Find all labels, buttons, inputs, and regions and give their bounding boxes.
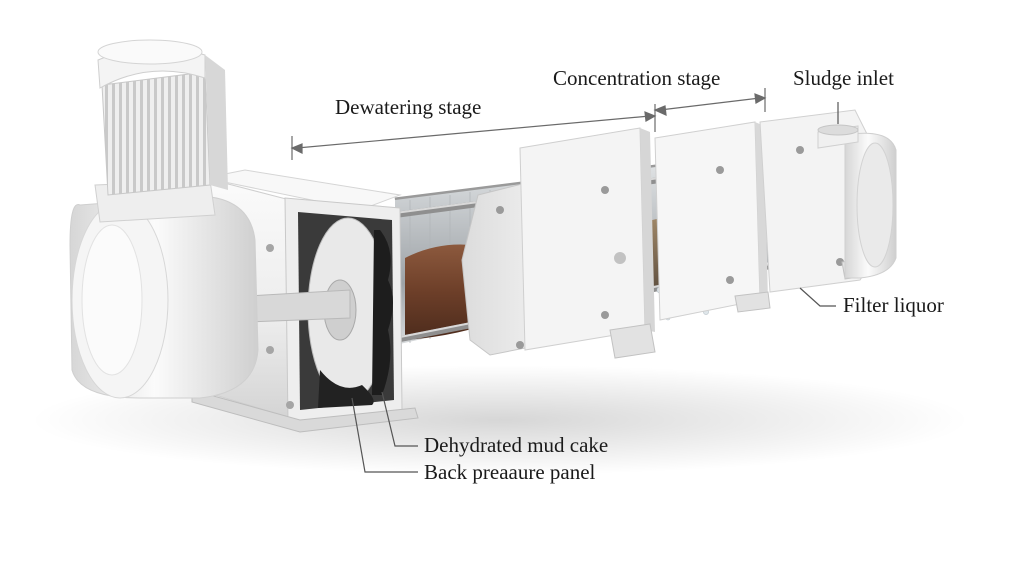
label-dehydrated-mud-cake: Dehydrated mud cake bbox=[424, 433, 609, 457]
flange-plate-3 bbox=[654, 121, 768, 321]
label-back-pressure-panel: Back preaaure panel bbox=[424, 460, 596, 484]
screw-shaft bbox=[247, 289, 351, 323]
label-concentration-stage: Concentration stage bbox=[553, 66, 721, 90]
leader-dehydrated-mud-cake bbox=[381, 391, 418, 447]
label-dewatering-stage: Dewatering stage bbox=[335, 95, 482, 119]
gearbox bbox=[69, 195, 259, 399]
leader-lines bbox=[351, 102, 839, 473]
leader-filter-liquor bbox=[799, 287, 836, 307]
label-filter-liquor: Filter liquor bbox=[843, 293, 944, 317]
leader-back-pressure-panel bbox=[351, 397, 418, 473]
inlet-tank bbox=[817, 124, 897, 279]
motor bbox=[94, 39, 228, 223]
label-sludge-inlet: Sludge inlet bbox=[793, 66, 894, 90]
dimension-lines bbox=[290, 88, 767, 160]
flange-plate-2 bbox=[519, 127, 655, 351]
